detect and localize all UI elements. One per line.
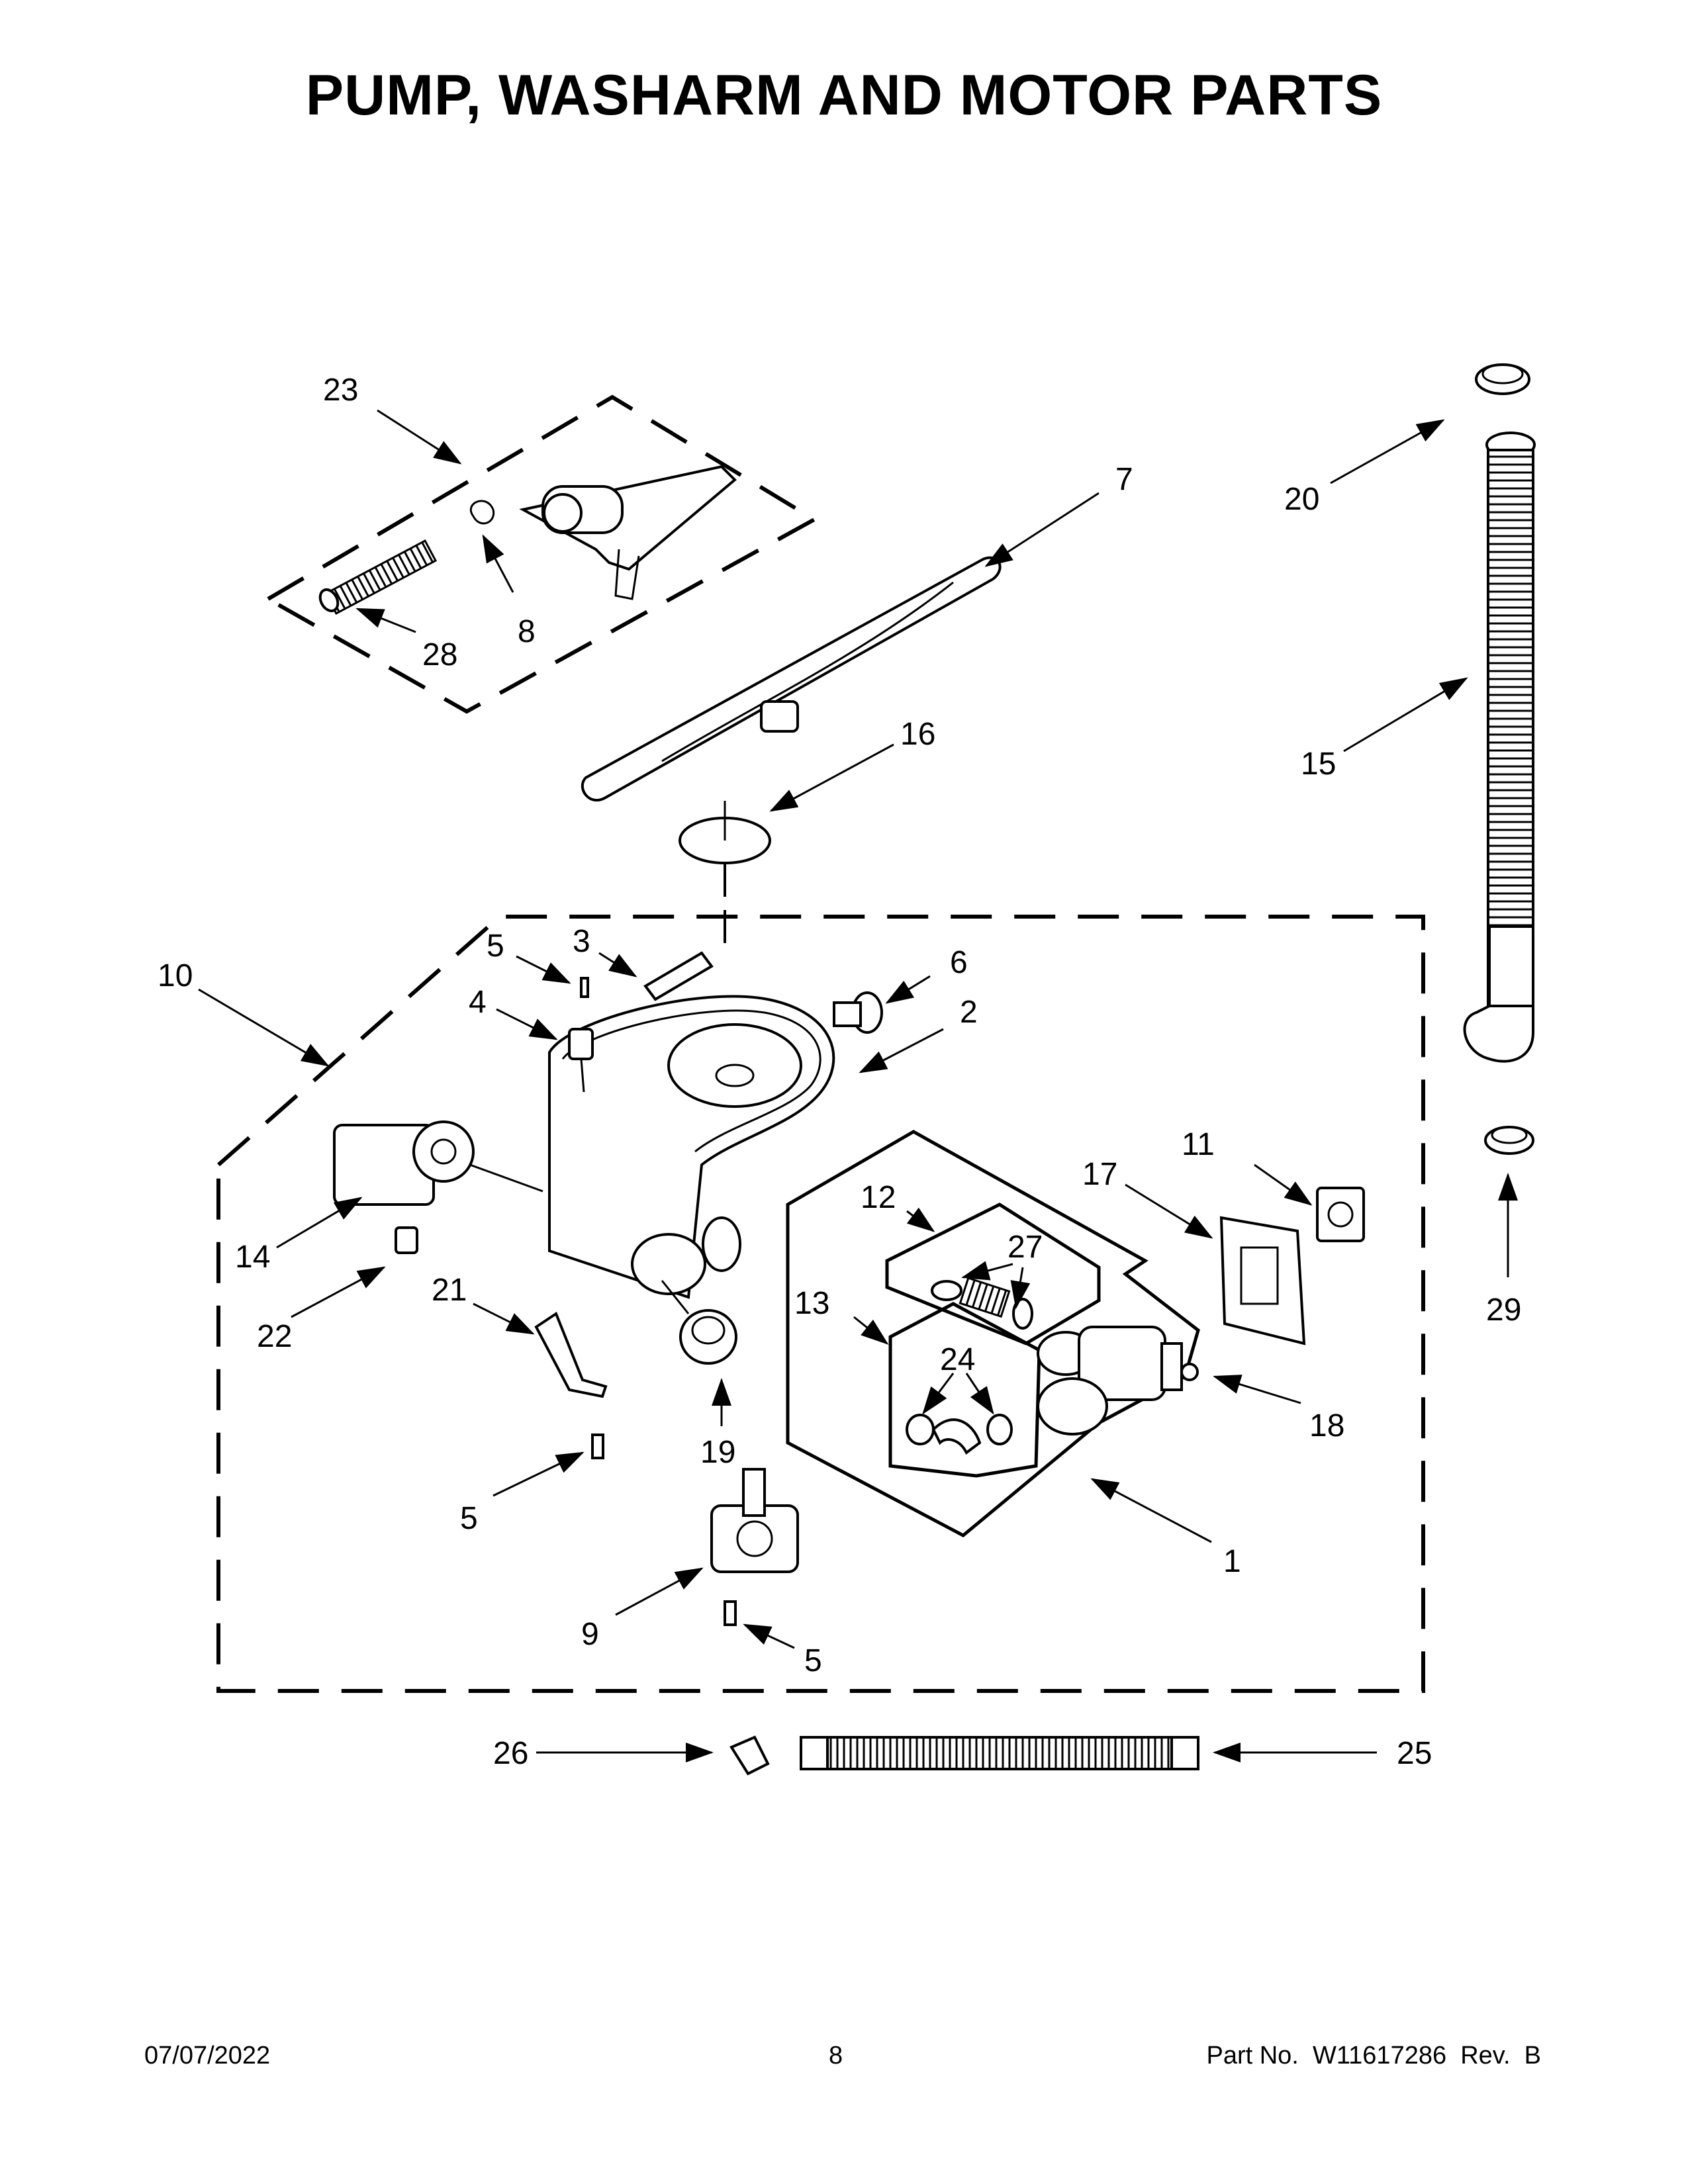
group-10-outline <box>216 915 1425 1693</box>
part-28-tube <box>318 539 438 615</box>
callout-22: 22 <box>257 1319 292 1354</box>
callout-21: 21 <box>432 1273 467 1308</box>
part-5-screws <box>580 977 737 1626</box>
callout-28: 28 <box>422 637 457 672</box>
part-6-coupler <box>833 991 883 1034</box>
part-23-assembly <box>519 465 737 600</box>
callout-23: 23 <box>323 373 358 408</box>
part-25-hose <box>800 1736 1199 1770</box>
part-18-screw <box>1180 1363 1199 1381</box>
callout-13: 13 <box>794 1286 829 1321</box>
callout-12: 12 <box>861 1180 896 1215</box>
group-12-outline <box>885 1203 1101 1345</box>
callout-26: 26 <box>493 1736 528 1771</box>
part-2-sump <box>548 995 835 1299</box>
part-14-heater-motor <box>333 1120 543 1206</box>
callout-9: 9 <box>581 1617 599 1652</box>
callout-2: 2 <box>960 995 978 1030</box>
callout-18: 18 <box>1309 1408 1344 1443</box>
callout-19: 19 <box>700 1435 735 1470</box>
callout-20: 20 <box>1284 482 1319 517</box>
group-1-outline <box>786 1130 1200 1537</box>
callout-6: 6 <box>950 945 968 980</box>
part-15-drain-hose <box>1463 432 1536 1063</box>
part-1-pump <box>1037 1326 1183 1435</box>
callout-5c: 5 <box>804 1643 822 1678</box>
callout-7: 7 <box>1115 462 1133 497</box>
footer-date: 07/07/2022 <box>144 2042 271 2070</box>
part-9-motor-base <box>710 1468 799 1573</box>
footer-page-number: 8 <box>829 2042 843 2070</box>
callout-1: 1 <box>1223 1544 1241 1579</box>
part-3-bracket <box>643 951 714 1001</box>
part-19-valve <box>661 1280 737 1365</box>
callout-15: 15 <box>1301 747 1336 782</box>
part-24-elbow-set <box>906 1414 1013 1455</box>
part-20-clamp <box>1475 363 1530 395</box>
part-17-cover <box>1219 1216 1306 1345</box>
callout-27: 27 <box>1008 1230 1043 1265</box>
footer-part-number: Part No. W11617286 Rev. B <box>1206 2042 1541 2070</box>
callout-8: 8 <box>518 614 536 649</box>
part-21-bracket <box>534 1311 608 1398</box>
callout-16: 16 <box>900 717 935 752</box>
part-11-clip <box>1316 1187 1365 1242</box>
part-22-cap <box>395 1226 418 1254</box>
callout-11: 11 <box>1182 1127 1215 1162</box>
callout-4: 4 <box>469 985 487 1020</box>
callout-5a: 5 <box>487 929 504 964</box>
part-7-spray-arm <box>581 556 1002 802</box>
callout-5b: 5 <box>460 1501 478 1536</box>
callout-14: 14 <box>235 1240 270 1275</box>
callout-17: 17 <box>1082 1157 1117 1192</box>
callout-24: 24 <box>940 1342 975 1377</box>
callout-25: 25 <box>1397 1736 1432 1771</box>
part-29-clamp <box>1484 1126 1534 1155</box>
group-23-outline <box>263 394 818 714</box>
part-26-clip <box>729 1735 770 1776</box>
page-title: PUMP, WASHARM AND MOTOR PARTS <box>305 64 1383 127</box>
part-8-clamp <box>469 500 495 525</box>
part-4-sensor <box>568 1028 594 1093</box>
callout-29: 29 <box>1486 1293 1521 1328</box>
group-13-outline <box>888 1302 1041 1478</box>
callout-3: 3 <box>573 924 590 959</box>
part-16-disc <box>679 801 771 864</box>
callout-10: 10 <box>158 958 193 993</box>
